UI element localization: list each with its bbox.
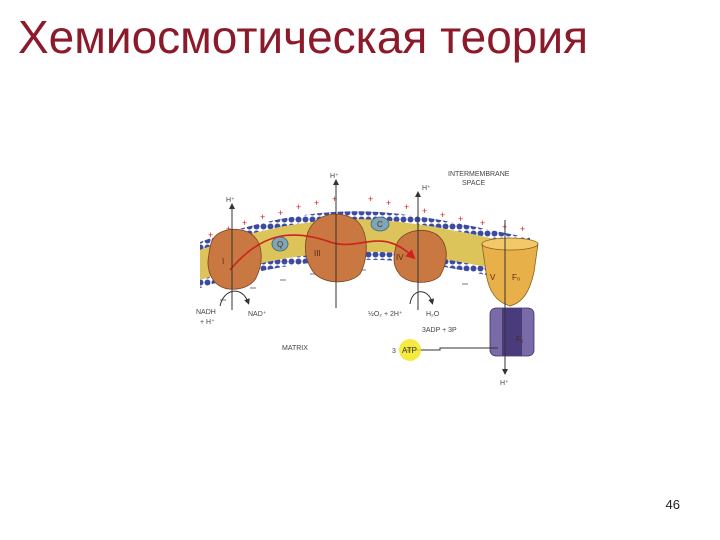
- membrane-bottom-heads: [200, 251, 530, 288]
- space-label: SPACE: [462, 180, 486, 187]
- membrane-top-heads: [200, 211, 530, 250]
- chemiosmotic-diagram: +++ +++ +++ +++ +++ ++: [196, 171, 539, 387]
- atp-synthase-f1: [489, 307, 535, 357]
- svg-text:+: +: [296, 202, 301, 212]
- svg-text:+: +: [332, 194, 337, 204]
- svg-text:+: +: [440, 210, 445, 220]
- h-plus-top-2: H⁺: [330, 173, 339, 180]
- complex-i-label: I: [222, 257, 224, 266]
- svg-text:+: +: [458, 214, 463, 224]
- complex-iii-label: III: [314, 249, 321, 258]
- atp-highlight: [399, 339, 421, 361]
- matrix-label: MATRIX: [282, 345, 308, 352]
- svg-text:+: +: [480, 218, 485, 228]
- svg-text:+: +: [368, 194, 373, 204]
- f0-label: F₀: [512, 273, 520, 282]
- svg-text:+: +: [520, 224, 525, 234]
- svg-text:+: +: [386, 198, 391, 208]
- slide-title: Хемиосмотическая теория: [18, 11, 588, 63]
- f1-label: F₁: [516, 335, 524, 344]
- adp-label: 3ADP + 3P: [422, 327, 457, 334]
- svg-text:+: +: [226, 224, 231, 234]
- atp-coefficient: 3: [392, 348, 396, 355]
- page-number: 46: [665, 497, 680, 512]
- svg-text:+: +: [208, 230, 213, 240]
- svg-text:+: +: [242, 218, 247, 228]
- nadh-label: NADH: [196, 309, 216, 316]
- complex-iv: [393, 230, 447, 283]
- q-label: Q: [277, 240, 283, 249]
- svg-text:+: +: [278, 208, 283, 218]
- complex-i: [207, 229, 262, 290]
- h-plus-left-label: + H⁺: [200, 319, 215, 326]
- oxygen-label: ½O₂ + 2H⁺: [368, 310, 403, 318]
- v-label: V: [490, 273, 496, 282]
- intermembrane-label: INTERMEMBRANE: [448, 171, 510, 178]
- positive-charges: +++ +++ +++ +++ +++ ++: [208, 194, 525, 240]
- complex-iv-label: IV: [396, 253, 404, 262]
- electron-path: [229, 234, 416, 271]
- svg-text:+: +: [404, 202, 409, 212]
- h-plus-top-1: H⁺: [226, 197, 235, 204]
- cytochrome-c: [370, 216, 390, 232]
- c-label: C: [377, 220, 383, 229]
- svg-text:+: +: [314, 198, 319, 208]
- water-label: H₂O: [426, 311, 440, 318]
- h-plus-top-3: H⁺: [422, 185, 431, 192]
- proton-arrows: [219, 179, 508, 375]
- nad-plus-label: NAD⁺: [248, 311, 267, 318]
- atp-synthase-f0: [481, 237, 539, 307]
- atp-label: ATP: [402, 346, 417, 355]
- h-plus-bottom: H⁺: [500, 380, 509, 387]
- svg-text:+: +: [260, 212, 265, 222]
- svg-text:+: +: [422, 206, 427, 216]
